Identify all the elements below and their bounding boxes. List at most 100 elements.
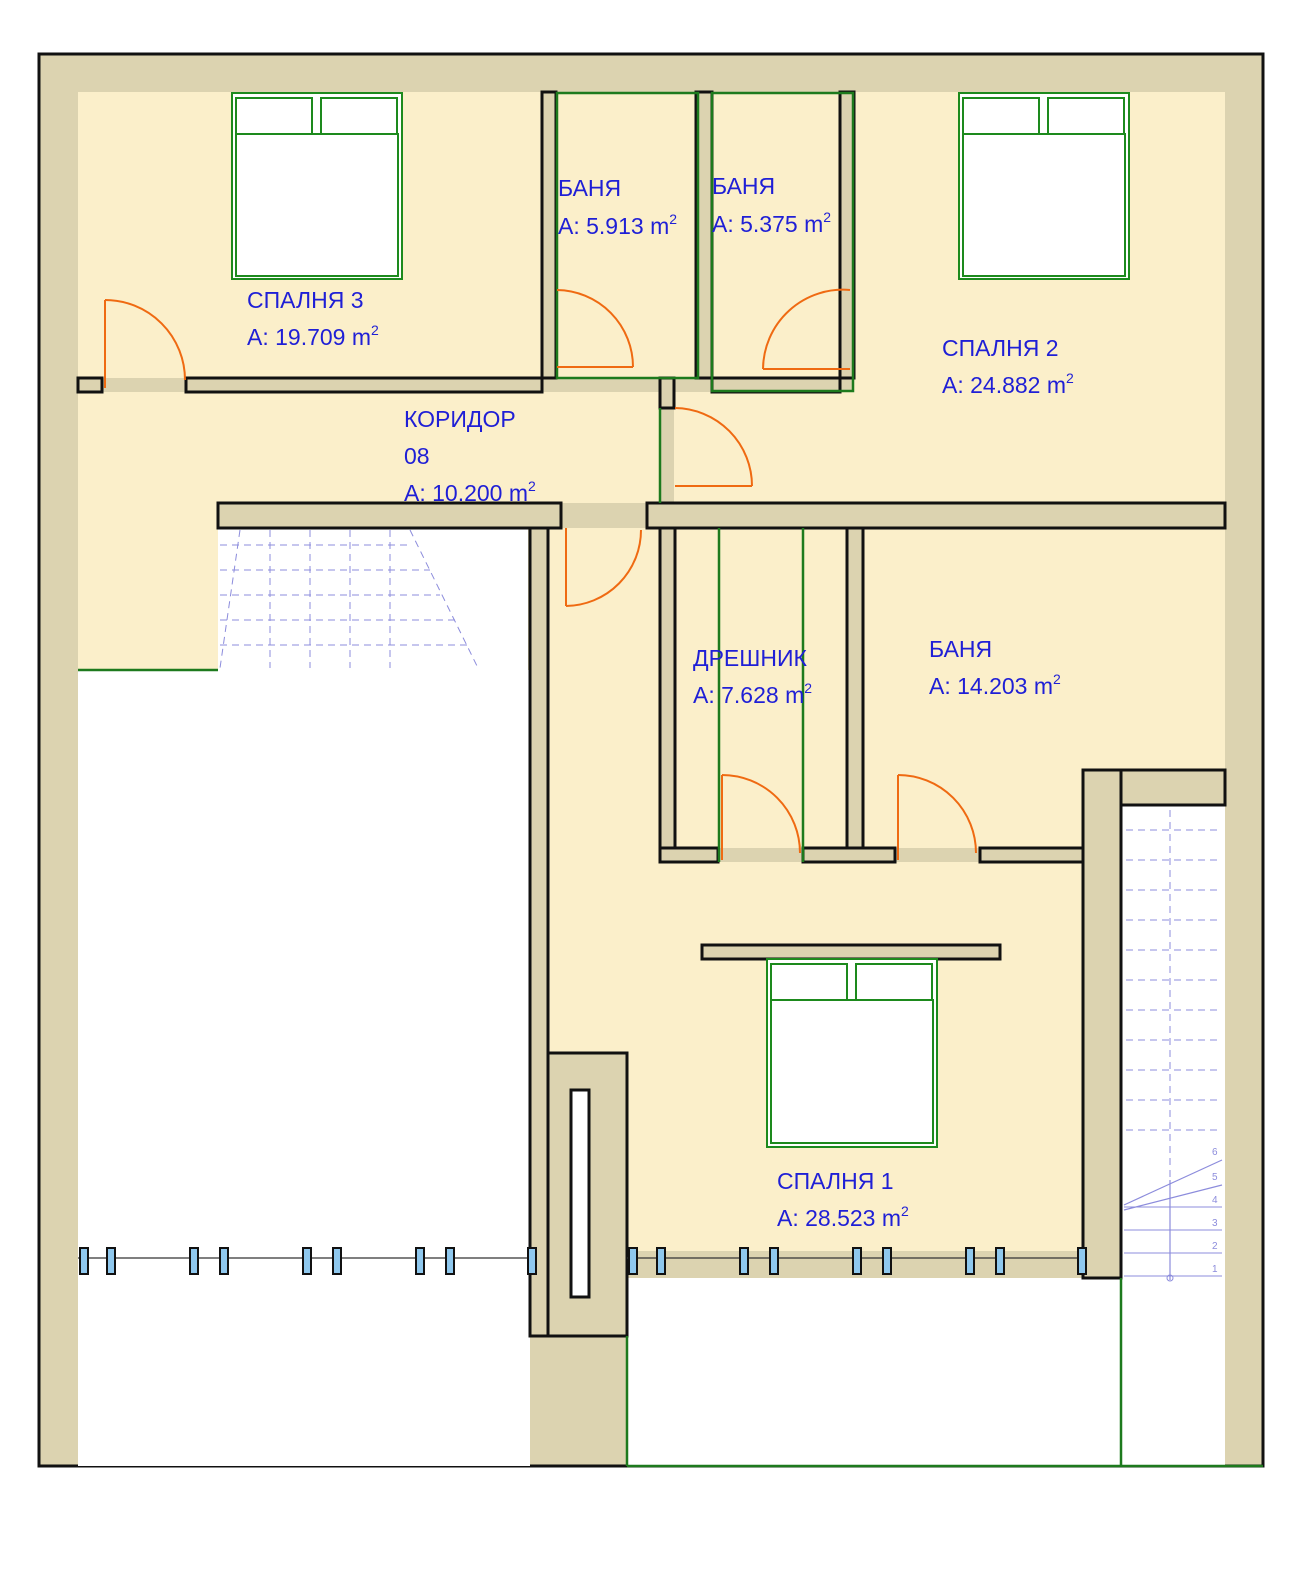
stair-void: [1121, 805, 1225, 1466]
area-prefix: A:: [247, 324, 275, 350]
area-prefix: A:: [777, 1205, 805, 1231]
floor-bath-b: [712, 92, 840, 378]
floor-corridor-ext: [78, 503, 218, 670]
railing-post: [527, 1247, 537, 1275]
area-unit: m: [352, 324, 371, 350]
area-unit: m: [882, 1205, 901, 1231]
railing-post: [302, 1247, 312, 1275]
railing-post: [995, 1247, 1005, 1275]
right-staircase: 6 5 4 3 2 1: [1123, 810, 1223, 1282]
area-value: 10.200: [432, 480, 502, 506]
upper-staircase: [219, 529, 479, 669]
area-unit: m: [804, 211, 823, 237]
room-name: БАНЯ: [929, 636, 992, 662]
step-label: 4: [1212, 1195, 1218, 1206]
floor-closet: [675, 528, 847, 848]
floor-bath-a: [558, 92, 696, 378]
railing-post: [445, 1247, 455, 1275]
label-bath-b: БАНЯ A: 5.375 m2: [712, 173, 831, 237]
step-label: 2: [1212, 1241, 1218, 1252]
railing-post: [965, 1247, 975, 1275]
railing-post: [882, 1247, 892, 1275]
railing-post: [739, 1247, 749, 1275]
railing-post: [79, 1247, 89, 1275]
area-unit: m: [650, 213, 669, 239]
area-prefix: A:: [558, 213, 586, 239]
area-prefix: A:: [693, 682, 721, 708]
room-name: СПАЛНЯ 1: [777, 1168, 893, 1194]
room-name: БАНЯ: [558, 175, 621, 201]
area-value: 7.628: [721, 682, 779, 708]
label-bedroom-1: СПАЛНЯ 1 A: 28.523 m2: [777, 1168, 909, 1231]
bed-bedroom-2: [958, 92, 1130, 280]
label-bedroom-2: СПАЛНЯ 2 A: 24.882 m2: [942, 335, 1074, 398]
floor-bath-c: [863, 528, 1225, 770]
railing: [78, 1247, 1087, 1275]
railing-post: [1077, 1247, 1087, 1275]
area-unit: m: [509, 480, 528, 506]
lower-left-void: [78, 670, 530, 1466]
area-value: 5.375: [740, 211, 798, 237]
floor-bedroom-2-ext: [674, 392, 856, 503]
room-number: 08: [404, 443, 430, 469]
area-value: 19.709: [275, 324, 345, 350]
room-name: ДРЕШНИК: [693, 645, 807, 671]
svg-text:A: 5.375 m2: A: 5.375 m2: [712, 209, 831, 237]
svg-text:A: 24.882 m2: A: 24.882 m2: [942, 370, 1074, 398]
label-bedroom-3: СПАЛНЯ 3 A: 19.709 m2: [247, 287, 379, 350]
step-label: 3: [1212, 1218, 1218, 1229]
area-unit-sup: 2: [1066, 370, 1074, 386]
area-unit: m: [1047, 372, 1066, 398]
label-bath-c: БАНЯ A: 14.203 m2: [929, 636, 1061, 699]
area-value: 14.203: [957, 673, 1027, 699]
bed-bedroom-1: [766, 958, 938, 1148]
area-unit-sup: 2: [669, 211, 677, 227]
upper-stair-void: [218, 528, 528, 670]
area-prefix: A:: [929, 673, 957, 699]
room-name: КОРИДОР: [404, 406, 516, 432]
step-label: 6: [1212, 1147, 1218, 1158]
area-unit-sup: 2: [528, 478, 536, 494]
label-corridor: КОРИДОР 08 A: 10.200 m2: [404, 406, 536, 506]
room-name: СПАЛНЯ 3: [247, 287, 363, 313]
area-unit: m: [1034, 673, 1053, 699]
svg-text:A: 7.628 m2: A: 7.628 m2: [693, 680, 812, 708]
svg-text:A: 5.913 m2: A: 5.913 m2: [558, 211, 677, 239]
railing-post: [852, 1247, 862, 1275]
area-value: 5.913: [586, 213, 644, 239]
area-value: 24.882: [970, 372, 1040, 398]
svg-text:A: 28.523 m2: A: 28.523 m2: [777, 1203, 909, 1231]
railing-post: [106, 1247, 116, 1275]
area-prefix: A:: [942, 372, 970, 398]
area-prefix: A:: [404, 480, 432, 506]
railing-post: [769, 1247, 779, 1275]
railing-post: [628, 1247, 638, 1275]
floor-bath-c-ext: [863, 770, 1083, 848]
railing-post: [189, 1247, 199, 1275]
lower-terrace-void: [627, 1278, 1121, 1466]
svg-text:A: 14.203 m2: A: 14.203 m2: [929, 671, 1061, 699]
area-unit: m: [785, 682, 804, 708]
floor-corridor: [78, 392, 660, 503]
area-prefix: A:: [712, 211, 740, 237]
area-unit-sup: 2: [371, 322, 379, 338]
room-name: СПАЛНЯ 2: [942, 335, 1058, 361]
area-unit-sup: 2: [901, 1203, 909, 1219]
partition-walls: [76, 90, 1227, 1338]
railing-post: [656, 1247, 666, 1275]
label-closet: ДРЕШНИК A: 7.628 m2: [693, 645, 812, 708]
area-unit-sup: 2: [1053, 671, 1061, 687]
glazing-lines: [78, 91, 1263, 1468]
doors: [104, 288, 977, 860]
svg-text:A: 19.709 m2: A: 19.709 m2: [247, 322, 379, 350]
area-unit-sup: 2: [823, 209, 831, 225]
area-value: 28.523: [805, 1205, 875, 1231]
railing-post: [332, 1247, 342, 1275]
step-label: 1: [1212, 1264, 1218, 1275]
room-name: БАНЯ: [712, 173, 775, 199]
railing-post: [415, 1247, 425, 1275]
step-label: 5: [1212, 1172, 1218, 1183]
label-bath-a: БАНЯ A: 5.913 m2: [558, 175, 677, 239]
railing-post: [219, 1247, 229, 1275]
